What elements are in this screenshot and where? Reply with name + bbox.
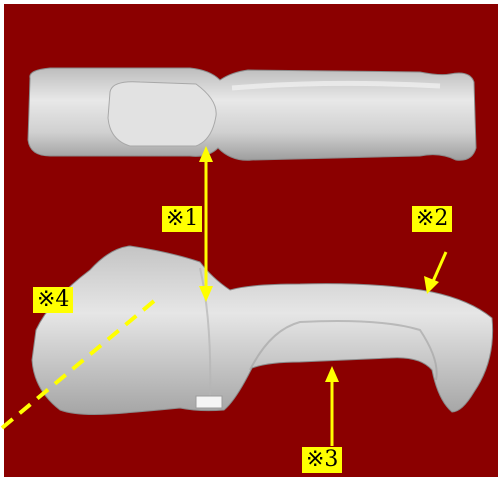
bone-top-view (28, 68, 476, 160)
annotation-label-4: ※4 (33, 287, 73, 313)
annotation-label-3: ※3 (302, 447, 342, 473)
bone-side-view (32, 246, 493, 415)
annotation-label-1: ※1 (162, 206, 202, 232)
annotation-label-2: ※2 (412, 206, 452, 232)
